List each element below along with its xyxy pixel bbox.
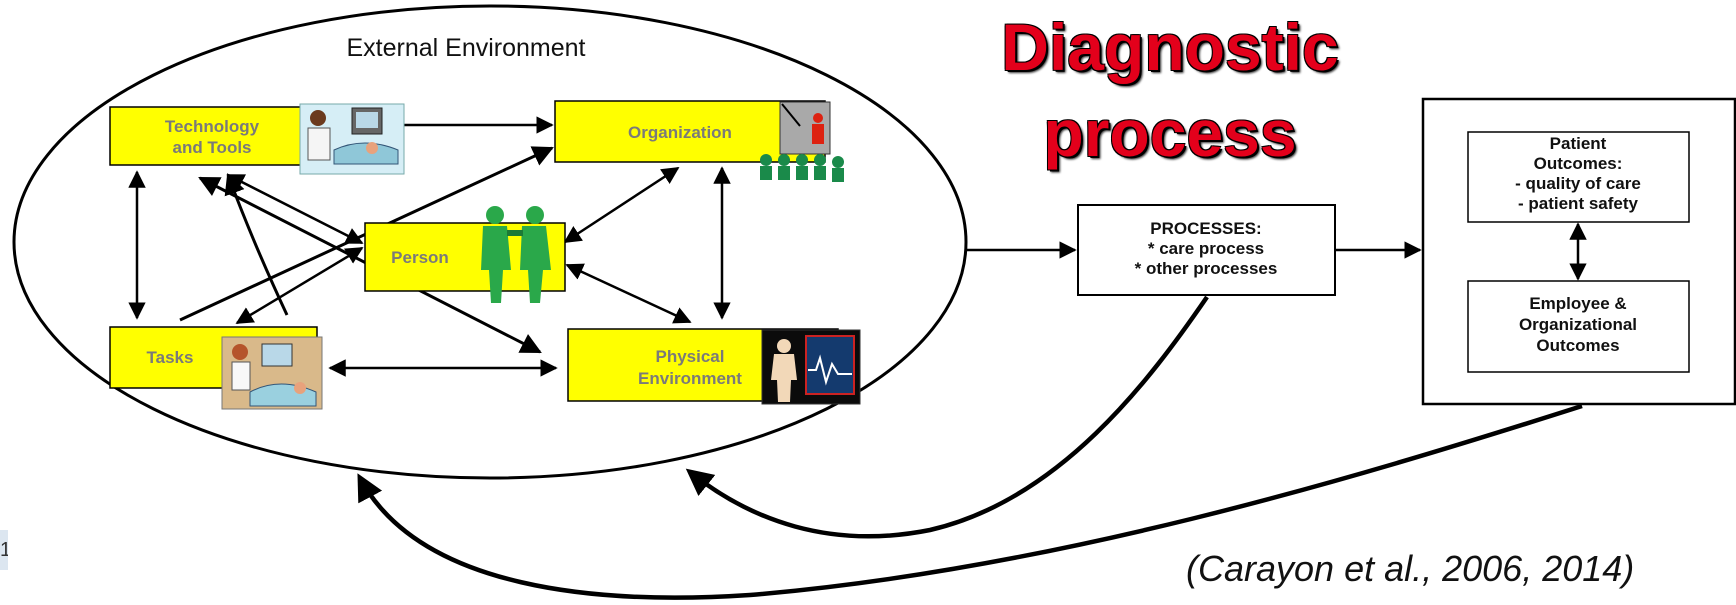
physical-environment-label-line1: Physical xyxy=(656,347,725,366)
patient-outcomes-line4: - patient safety xyxy=(1518,194,1639,213)
organization-label: Organization xyxy=(628,123,732,142)
employee-outcomes-line3: Outcomes xyxy=(1536,336,1619,355)
physical-environment-label-line2: Environment xyxy=(638,369,742,388)
processes-label-line1: PROCESSES: xyxy=(1150,219,1261,238)
citation: (Carayon et al., 2006, 2014) xyxy=(1186,548,1635,589)
tasks-clipart xyxy=(221,336,323,410)
diagram-title-line2: process xyxy=(1043,96,1297,170)
technology-label-line2: and Tools xyxy=(172,138,251,157)
outcomes-feedback-arrow xyxy=(357,403,1583,600)
tasks-label: Tasks xyxy=(147,348,194,367)
external-environment-label: External Environment xyxy=(346,34,585,62)
patient-outcomes-line1: Patient xyxy=(1550,134,1607,153)
processes-feedback-arrow xyxy=(685,295,1209,539)
employee-outcomes-line1: Employee & xyxy=(1529,294,1626,313)
organization-clipart xyxy=(760,101,844,182)
processes-label-line3: * other processes xyxy=(1135,259,1278,278)
patient-outcomes-line3: - quality of care xyxy=(1515,174,1641,193)
patient-outcomes-box xyxy=(1467,131,1690,223)
processes-label-line2: * care process xyxy=(1148,239,1264,258)
technology-label-line1: Technology xyxy=(165,117,260,136)
diagram-title-line1: Diagnostic xyxy=(1001,10,1339,84)
slide-number: 1 xyxy=(0,530,8,570)
patient-outcomes-line2: Outcomes: xyxy=(1534,154,1623,173)
external-environment-ellipse xyxy=(12,4,968,480)
person-label: Person xyxy=(391,248,449,267)
employee-outcomes-line2: Organizational xyxy=(1519,315,1637,334)
physical-environment-clipart xyxy=(761,329,861,405)
technology-clipart xyxy=(299,103,405,175)
person-clipart xyxy=(481,206,551,303)
employee-outcomes-box xyxy=(1467,280,1690,373)
processes-box xyxy=(1077,204,1336,296)
